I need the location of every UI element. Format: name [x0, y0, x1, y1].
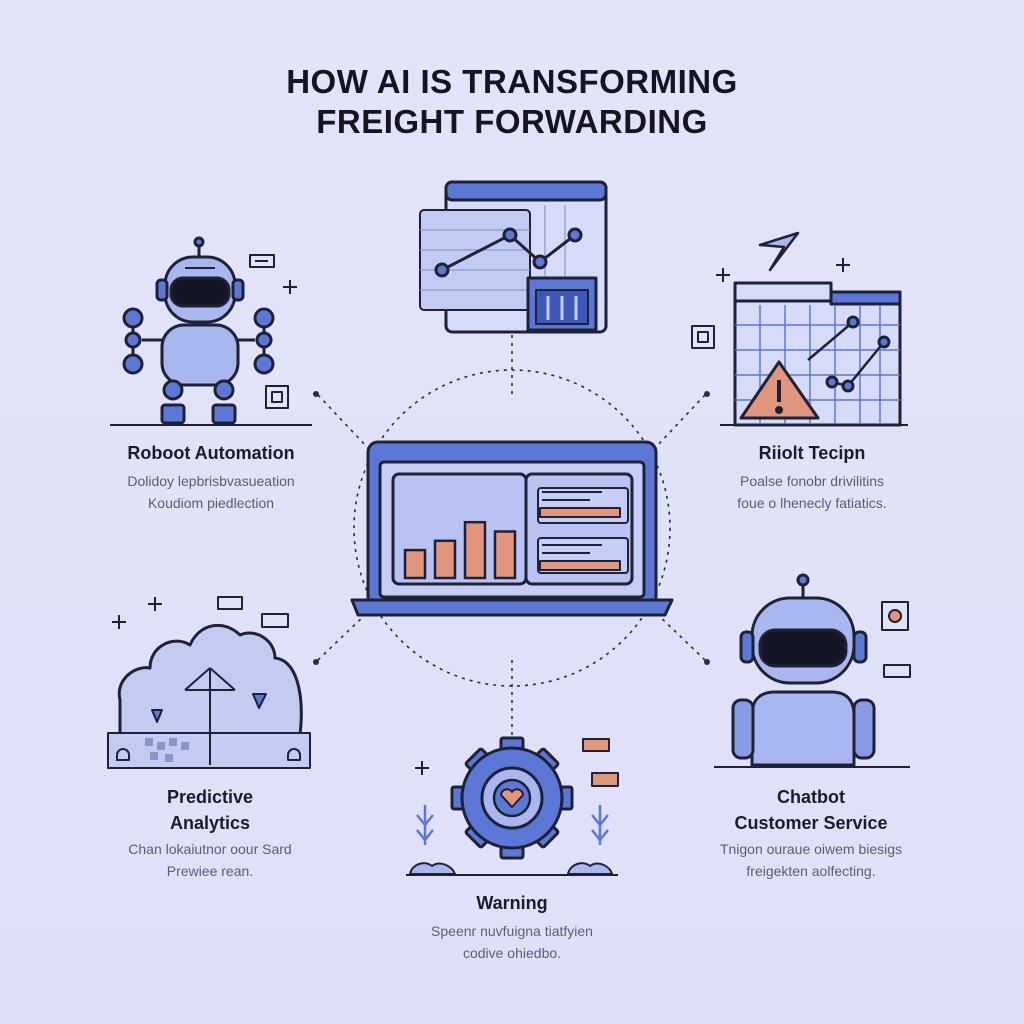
risk-detection-desc-line-1: Poalse fonobr drivilitins [740, 473, 884, 489]
warning-label: Warning [476, 893, 548, 913]
risk-detection-label: Riiolt Tecipn [758, 443, 866, 463]
risk-detection-desc-line-2: foue o lhenecly fatiatics. [737, 495, 887, 511]
warning-desc: Speenr nuvfuigna tiatfyien codive ohiedb… [400, 920, 624, 964]
web-chart-icon [419, 180, 608, 334]
predictive-analytics-desc-line-2: Prewiee rean. [166, 863, 254, 879]
predictive-analytics-label-line-2: Analytics [169, 813, 251, 833]
center-bar-4 [493, 530, 517, 580]
center-bar-chart [403, 520, 517, 580]
predictive-analytics-label-line-1: Predictive [166, 787, 254, 807]
robot-automation-label: Roboot Automation [127, 443, 295, 463]
page-title: HOW AI IS TRANSFORMING FREIGHT FORWARDIN… [0, 62, 1024, 142]
gear-icon [406, 736, 619, 876]
connector-bottom-right [654, 611, 706, 661]
connector-top-left [317, 394, 369, 449]
chatbot-label-line-2: Customer Service [734, 813, 888, 833]
title-line-2: FREIGHT FORWARDING [316, 103, 708, 140]
robot-automation-desc: Dolidoy lepbrisbvasueation Koudiom piedl… [95, 470, 327, 514]
connector-bottom-left [317, 611, 369, 661]
robot-icon [110, 236, 312, 426]
center-bar-1 [403, 548, 427, 580]
chatbot-label-line-1: Chatbot [777, 787, 845, 807]
connector-top-right [654, 394, 706, 449]
center-bar-2 [433, 539, 457, 580]
chatbot-label: Chatbot Customer Service [700, 784, 922, 836]
chatbot-desc: Tnigon ouraue oiwem biesigs freigekten a… [690, 838, 932, 882]
title-line-1: HOW AI IS TRANSFORMING [286, 63, 738, 100]
risk-chart-icon [691, 231, 908, 427]
center-bar-3 [463, 520, 487, 580]
risk-detection-desc: Poalse fonobr drivilitins foue o lhenecl… [700, 470, 924, 514]
warning-desc-line-1: Speenr nuvfuigna tiatfyien [431, 923, 593, 939]
connector-lines [317, 335, 706, 740]
laptop-dashboard-icon [350, 440, 674, 617]
chatbot-icon [714, 573, 911, 768]
predictive-analytics-desc-line-1: Chan lokaiutnor oour Sard [128, 841, 292, 857]
chatbot-desc-line-1: Tnigon ouraue oiwem biesigs [719, 841, 903, 857]
warning-desc-line-2: codive ohiedbo. [462, 945, 562, 961]
predictive-cloud-icon [107, 596, 311, 769]
predictive-analytics-desc: Chan lokaiutnor oour Sard Prewiee rean. [100, 838, 320, 882]
chatbot-desc-line-2: freigekten aolfecting. [746, 863, 876, 879]
robot-automation-desc-line-2: Koudiom piedlection [147, 495, 275, 511]
predictive-analytics-label: Predictive Analytics [110, 784, 310, 836]
robot-automation-desc-line-1: Dolidoy lepbrisbvasueation [127, 473, 295, 489]
